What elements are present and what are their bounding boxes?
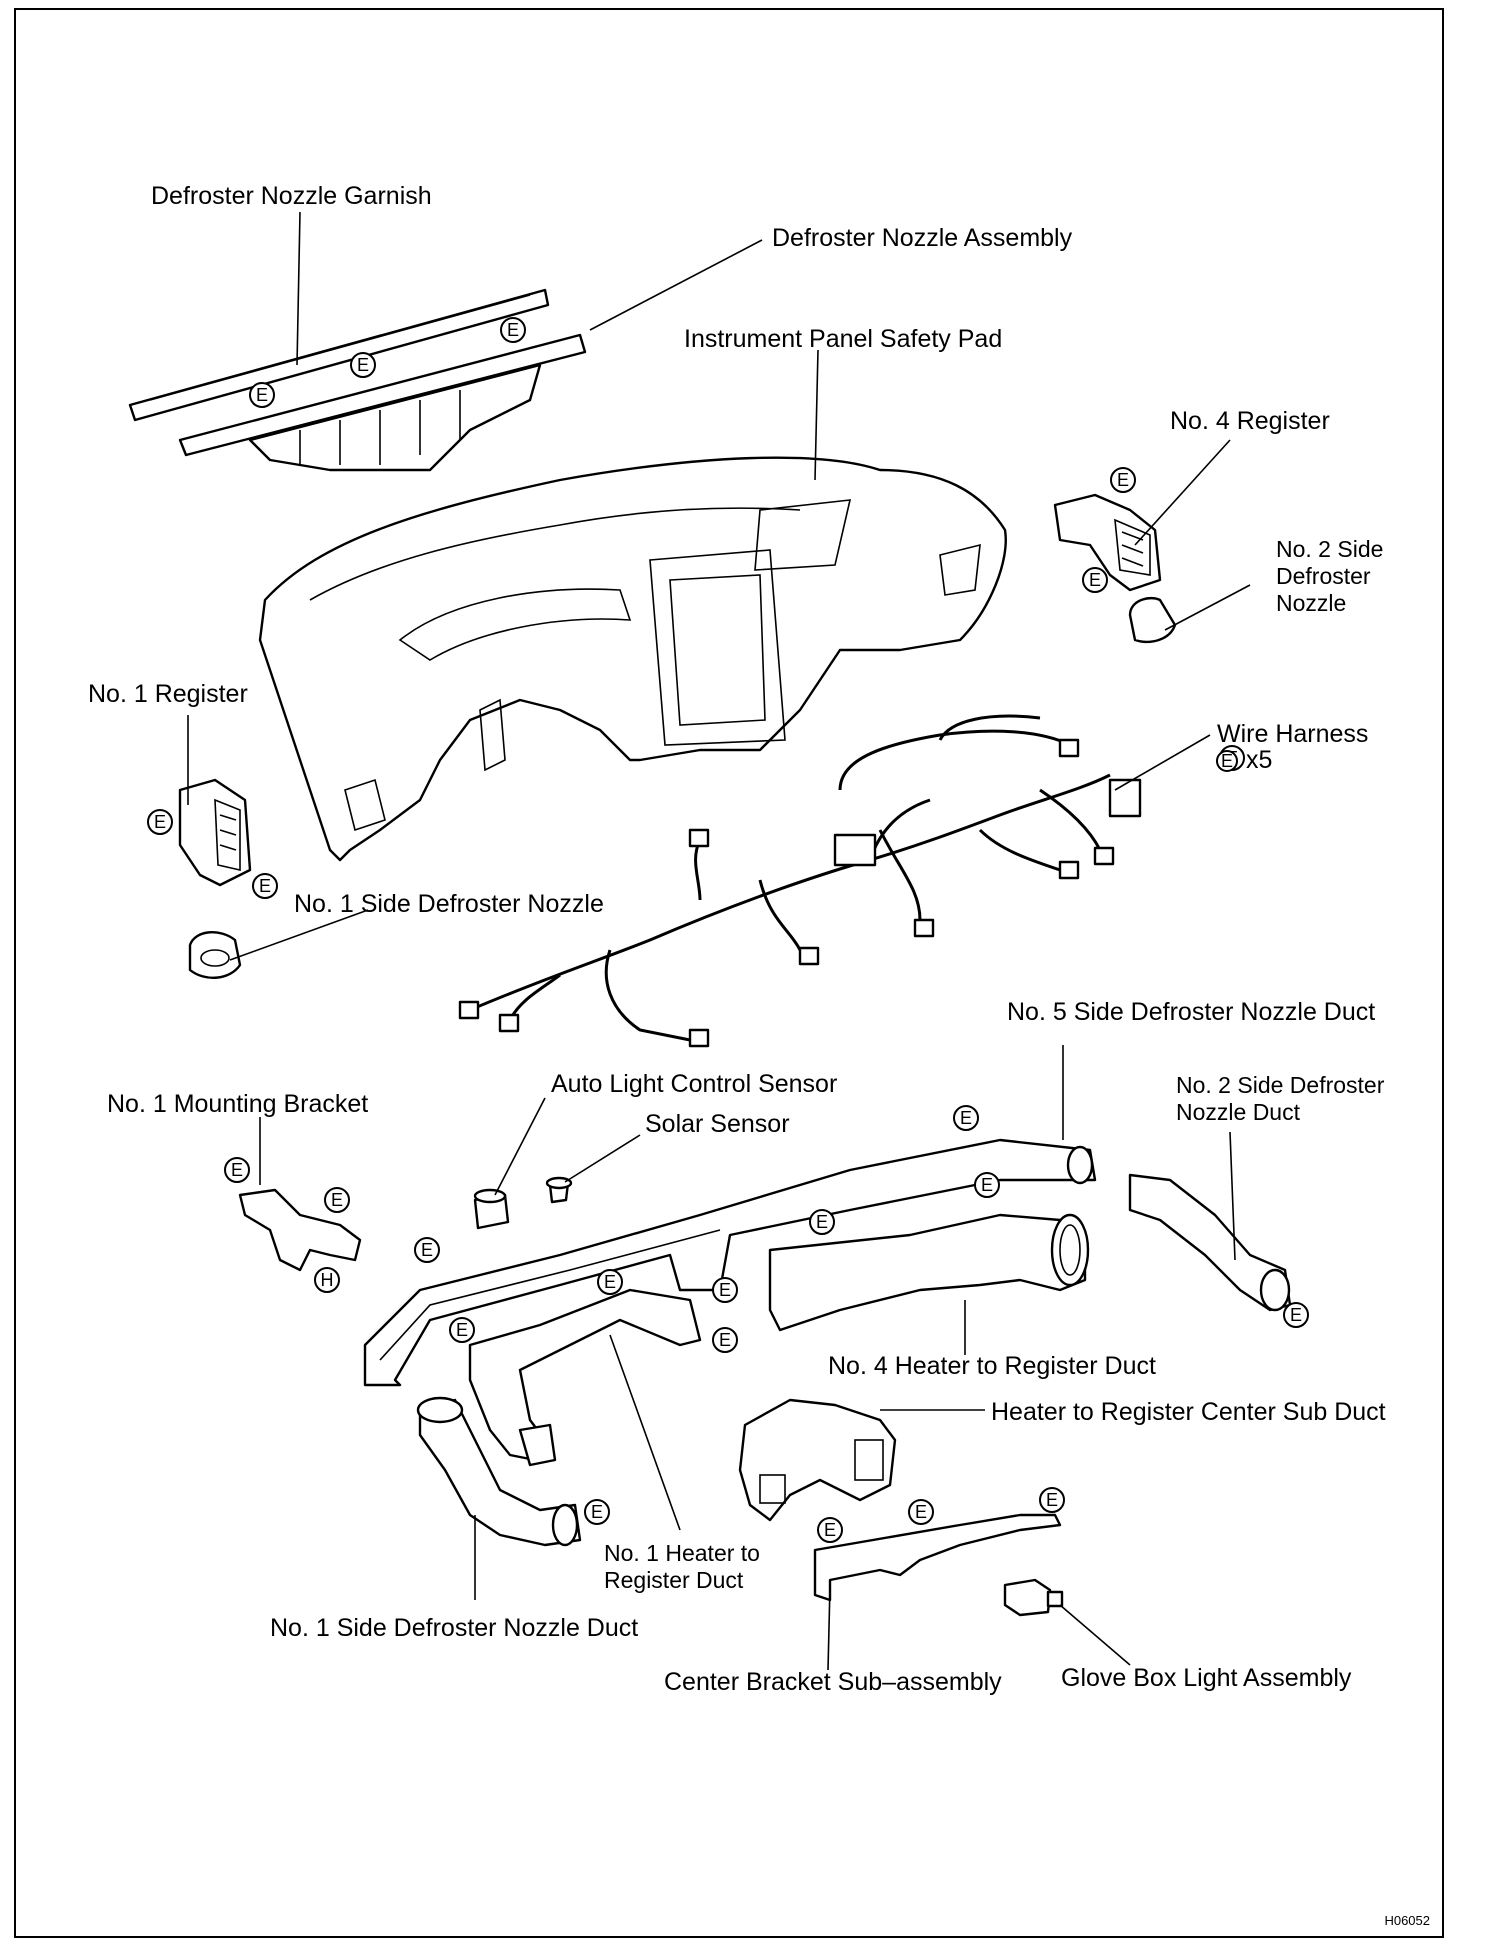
label-no1-side-defroster-nozzle: No. 1 Side Defroster Nozzle [294,890,604,918]
part-defroster-nozzle-garnish [128,288,550,422]
svg-text:E: E [915,1502,927,1522]
svg-text:E: E [960,1108,972,1128]
label-heater-to-register-center-sub-duct: Heater to Register Center Sub Duct [991,1398,1386,1426]
part-no1-heater-to-register-duct [468,1288,702,1467]
part-no4-register [1053,493,1162,592]
e-marker: E [1082,567,1108,593]
label-no4-heater-to-register-duct: No. 4 Heater to Register Duct [828,1352,1156,1380]
part-auto-light-control-sensor [473,1188,510,1230]
e-marker: E [324,1187,350,1213]
svg-text:E: E [1046,1490,1058,1510]
e-marker: E [712,1327,738,1353]
part-glove-box-light-assembly [1003,1578,1064,1617]
e-marker: E [1110,467,1136,493]
e-marker: E [147,809,173,835]
part-no2-side-defroster-nozzle-duct [1128,1173,1292,1312]
svg-text:E: E [1290,1305,1302,1325]
svg-text:E: E [507,320,519,340]
svg-text:E: E [421,1240,433,1260]
label-no5-side-defroster-nozzle-duct: No. 5 Side Defroster Nozzle Duct [1007,998,1376,1026]
e-marker: E [1216,750,1238,773]
svg-text:E: E [1221,751,1233,771]
diagram-frame [14,8,1444,1938]
svg-text:E: E [231,1160,243,1180]
svg-text:E: E [981,1175,993,1195]
svg-text:E: E [591,1502,603,1522]
part-no1-register [178,778,252,887]
svg-text:E: E [357,355,369,375]
label-defroster-nozzle-assembly: Defroster Nozzle Assembly [772,224,1073,252]
label-no1-heater-to-register-duct: No. 1 Heater to Register Duct [604,1540,760,1593]
label-auto-light-control-sensor: Auto Light Control Sensor [551,1070,838,1098]
part-no1-side-defroster-nozzle-duct [416,1396,582,1547]
e-marker: E [414,1237,440,1263]
svg-text:H: H [321,1270,334,1290]
svg-text:E: E [1117,470,1129,490]
label-defroster-nozzle-garnish: Defroster Nozzle Garnish [151,182,432,210]
e-marker: E [809,1209,835,1235]
e-marker: E [1039,1487,1065,1513]
e-marker: E [249,382,275,408]
e-marker: E [500,317,526,343]
svg-text:E: E [331,1190,343,1210]
label-instrument-panel-safety-pad: Instrument Panel Safety Pad [684,325,1003,353]
e-marker: E [252,873,278,899]
svg-text:E: E [719,1330,731,1350]
e-marker: E [817,1517,843,1543]
part-no1-side-defroster-nozzle [188,931,242,979]
part-heater-to-register-center-sub-duct [738,1398,897,1522]
label-no4-register: No. 4 Register [1170,407,1330,435]
e-marker: E [224,1157,250,1183]
label-wire-harness-count: E x5 [1215,746,1272,774]
svg-text:E: E [816,1212,828,1232]
e-marker: E [712,1277,738,1303]
part-instrument-panel-safety-pad [258,456,1007,862]
label-glove-box-light-assembly: Glove Box Light Assembly [1061,1664,1352,1692]
svg-text:E: E [456,1320,468,1340]
e-marker: E [597,1269,623,1295]
svg-text:E: E [604,1272,616,1292]
svg-text:E: E [256,385,268,405]
e-marker: E [974,1172,1000,1198]
label-center-bracket-sub-assembly: Center Bracket Sub–assembly [664,1668,1002,1696]
label-solar-sensor: Solar Sensor [645,1110,790,1138]
label-no1-side-defroster-nozzle-duct: No. 1 Side Defroster Nozzle Duct [270,1614,639,1642]
part-wire-harness [458,714,1142,1048]
e-marker: E [908,1499,934,1525]
svg-text:E: E [154,812,166,832]
part-defroster-nozzle-assembly [178,333,587,472]
e-marker: E [584,1499,610,1525]
part-no4-heater-to-register-duct [768,1213,1090,1332]
e-marker: E [1283,1302,1309,1328]
h-marker: H [314,1267,340,1293]
part-no1-mounting-bracket [238,1188,362,1272]
svg-text:E: E [259,876,271,896]
part-solar-sensor [545,1176,573,1204]
label-no2-side-defroster-nozzle-duct: No. 2 Side Defroster Nozzle Duct [1176,1072,1385,1125]
svg-text:E: E [824,1520,836,1540]
label-wire-harness: Wire Harness [1217,720,1369,748]
wire-harness-qty: x5 [1245,746,1273,774]
e-marker: E [449,1317,475,1343]
label-no1-register: No. 1 Register [88,680,248,708]
svg-text:E: E [1089,570,1101,590]
leader-lines [187,211,1251,1671]
part-no5-side-defroster-nozzle-duct [363,1138,1097,1387]
svg-text:E: E [719,1280,731,1300]
e-marker: E [350,352,376,378]
figure-code: H06052 [1384,1913,1430,1928]
label-no1-mounting-bracket: No. 1 Mounting Bracket [107,1090,369,1118]
part-no2-side-defroster-nozzle [1128,596,1177,644]
e-marker: E [953,1105,979,1131]
label-no2-side-defroster-nozzle: No. 2 Side Defroster Nozzle [1276,536,1384,616]
